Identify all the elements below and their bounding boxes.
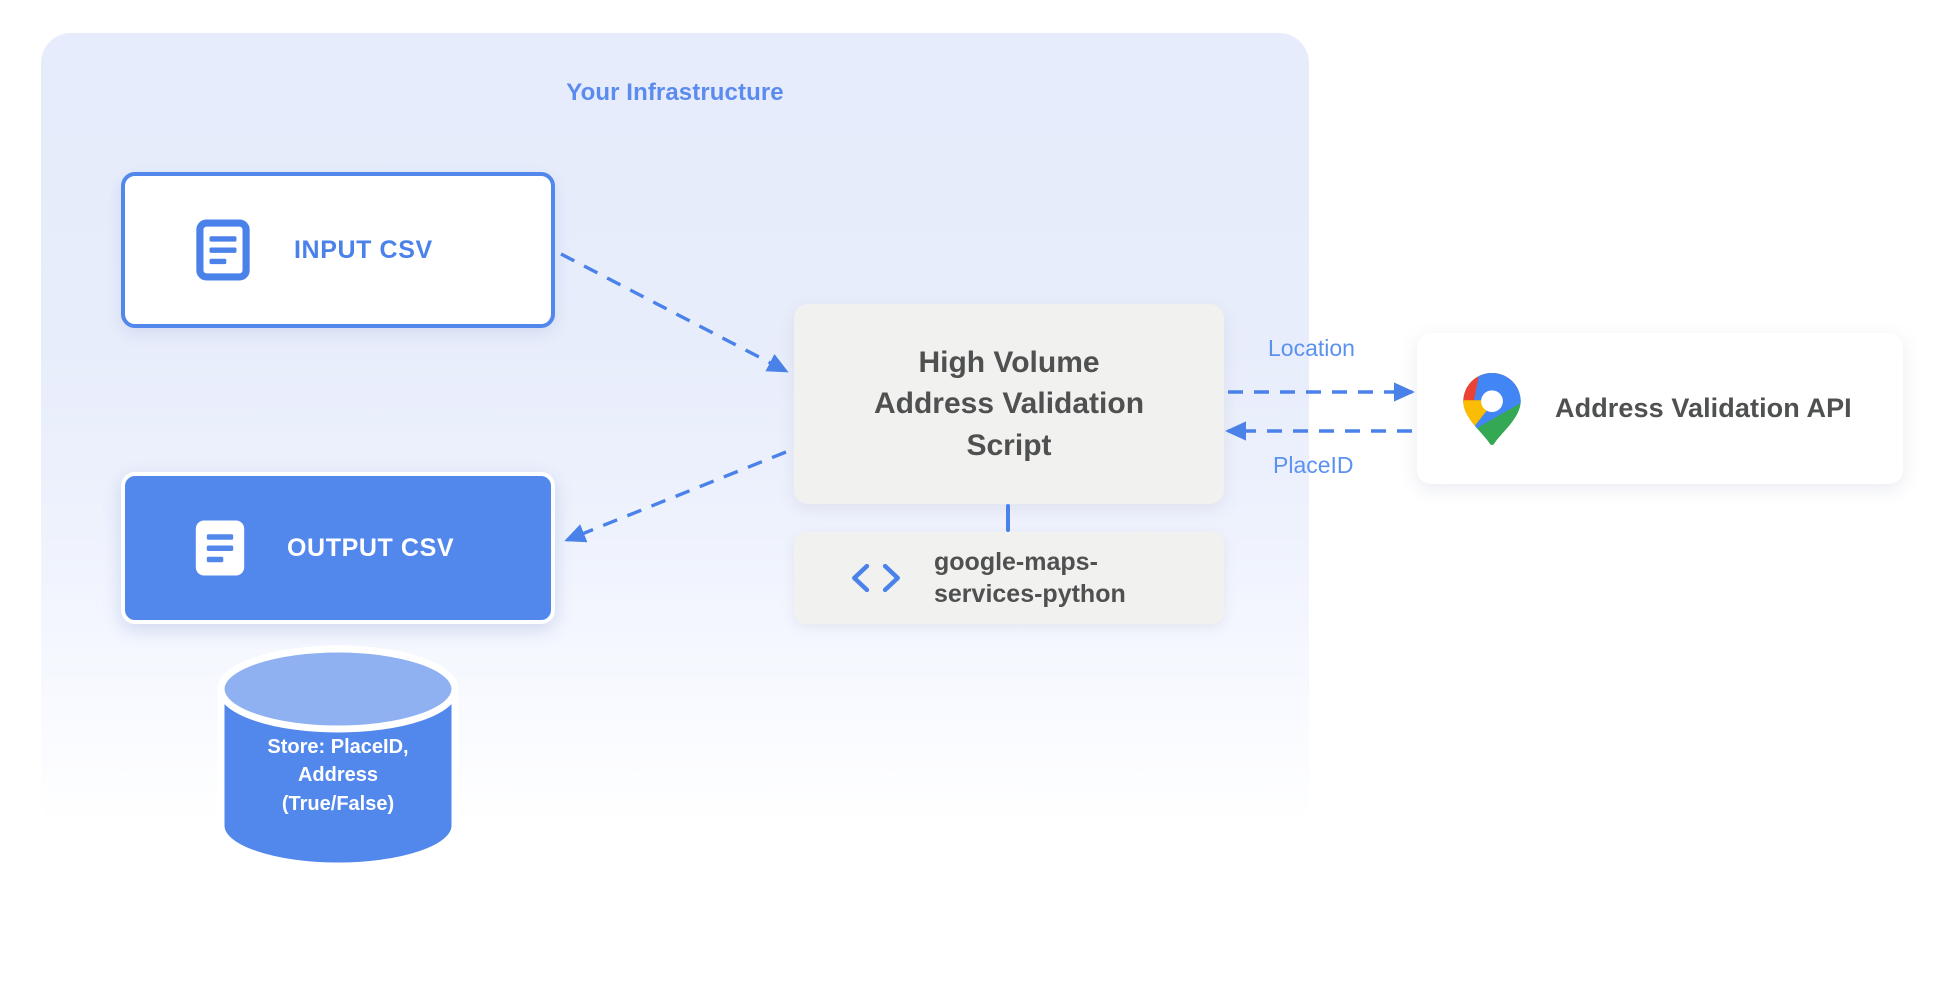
edge-label-location: Location [1268,335,1355,361]
script-label-line-3: Script [966,428,1052,462]
database-label-line-1: Store: PlaceID, [267,736,409,758]
google-maps-pin-icon [1463,372,1521,445]
code-brackets-icon [852,563,900,593]
address-validation-api-label: Address Validation API [1555,393,1852,423]
database-label-line-2: Address [297,764,379,787]
library-label: google-maps- services-python [934,546,1126,611]
database-label-line-3: (True/False) [281,792,395,815]
edge-label-placeid: PlaceID [1273,452,1354,478]
script-label-line-2: Address Validation [873,387,1145,421]
database-cylinder-icon [217,645,459,870]
document-icon [195,520,245,576]
infrastructure-panel-title: Your Infrastructure [566,79,784,106]
library-label-line-1: google-maps- [934,547,1098,576]
edge-script-to-library [1006,504,1010,532]
input-csv-label: INPUT CSV [294,235,433,264]
database-label: Store: PlaceID, Address (True/False) [213,733,463,818]
database-node[interactable]: Store: PlaceID, Address (True/False) [213,645,463,870]
library-node[interactable]: google-maps- services-python [794,532,1224,624]
address-validation-api-node[interactable]: Address Validation API [1417,333,1903,484]
script-node[interactable]: High Volume Address Validation Script [794,304,1224,504]
output-csv-label: OUTPUT CSV [287,533,455,562]
input-csv-node[interactable]: INPUT CSV [121,172,555,328]
script-label-line-1: High Volume [918,345,1100,379]
library-label-line-2: services-python [934,580,1126,608]
document-icon [196,219,250,281]
output-csv-node[interactable]: OUTPUT CSV [121,472,555,624]
